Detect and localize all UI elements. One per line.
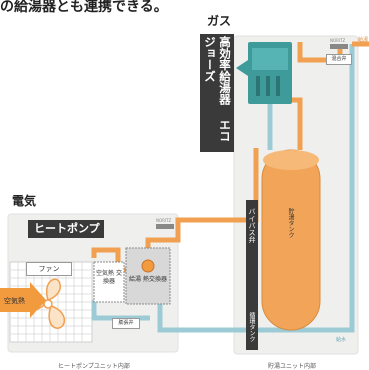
mixing-valve-label: 混合弁 [326, 54, 352, 65]
supply-label: 給水 [336, 337, 347, 343]
circulation-label: 循環タンク [247, 312, 256, 342]
air-heat-exchanger-box [93, 261, 125, 303]
electric-heading: 電気 [12, 194, 37, 208]
heatpump-caption: ヒートポンプユニット内部 [58, 363, 130, 370]
hot-water-tank [261, 149, 321, 331]
tank-caption: 貯湯ユニット内部 [268, 363, 317, 370]
heatpump-title: ヒートポンプ [28, 220, 104, 238]
gas-water-heater [248, 42, 292, 104]
gas-brand: NORITZ [330, 38, 346, 43]
hot-out-label: 給湯 [358, 37, 369, 43]
eco-jozu-label: 高効率給湯器 エコジョーズ [200, 34, 234, 152]
gas-heading: ガス [207, 14, 232, 28]
pump-icon [141, 259, 155, 273]
heatpump-brand: NORITZ [156, 218, 172, 223]
air-heat-arrow [0, 282, 46, 318]
water-exchanger-label: 給湯 熱交換器 [129, 276, 167, 283]
air-heat-label: 空気熱 [4, 297, 25, 305]
expansion-valve-label: 膨張弁 [112, 318, 140, 329]
water-heat-exchanger-box [125, 247, 171, 305]
bypass-label: バイパス弁 [247, 208, 257, 243]
air-exchanger-label: 空気熱 交換器 [96, 270, 122, 285]
tank-label: 貯湯タンク [287, 208, 294, 238]
fan-label: ファン [26, 262, 72, 276]
top-caption: の給湯器とも連携できる。 [0, 0, 168, 15]
